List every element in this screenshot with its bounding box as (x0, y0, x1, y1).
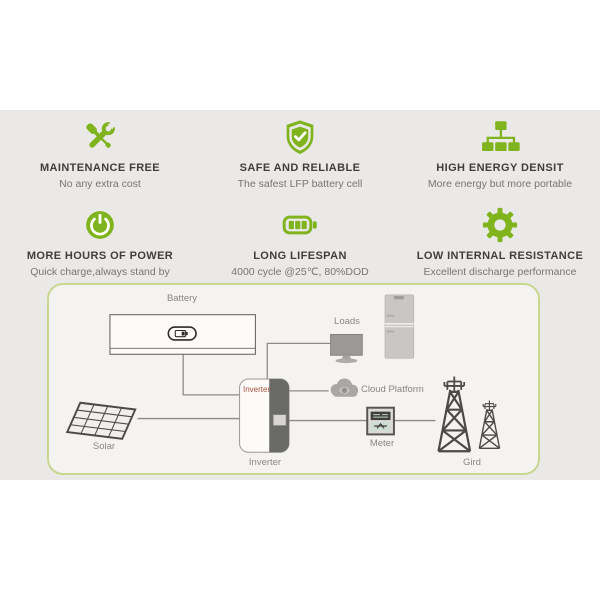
feature-more-hours-power: MORE HOURS OF POWER Quick charge,always … (0, 204, 200, 290)
feature-desc: More energy but more portable (427, 178, 573, 190)
gear-icon (480, 204, 520, 246)
cloud-shape (330, 378, 359, 397)
battery-label: Battery (166, 293, 198, 304)
monitor-shape (330, 333, 363, 364)
feature-long-lifespan: LONG LIFESPAN 4000 cycle @25℃, 80%DOD (200, 204, 400, 290)
feature-desc: No any extra cost (59, 178, 141, 190)
diagram-scene (65, 294, 501, 453)
feature-desc: The safest LFP battery cell (237, 178, 363, 190)
feature-high-energy-density: HIGH ENERGY DENSIT More energy but more … (400, 116, 600, 204)
feature-low-internal-resistance: LOW INTERNAL RESISTANCE Excellent discha… (400, 204, 600, 290)
feature-title: LONG LIFESPAN (253, 250, 347, 262)
meter-label: Meter (369, 438, 395, 449)
solar-panel-shape (65, 401, 137, 440)
solar-label: Solar (92, 441, 116, 452)
tools-icon (79, 116, 121, 158)
features-grid: MAINTENANCE FREE No any extra cost SAFE … (0, 110, 600, 290)
cloud-platform-label: Cloud Platform (361, 384, 424, 395)
grid-tower-large (437, 375, 472, 453)
loads-label: Loads (334, 316, 360, 327)
power-icon (81, 204, 119, 246)
gray-band: MAINTENANCE FREE No any extra cost SAFE … (0, 110, 600, 480)
inverter-shape (239, 378, 290, 453)
system-diagram: Battery Loads Inverter Inverter Cloud Pl… (47, 283, 540, 475)
fridge-shape (384, 294, 415, 359)
battery-icon (277, 204, 323, 246)
feature-desc: 4000 cycle @25℃, 80%DOD (231, 266, 369, 278)
feature-title: HIGH ENERGY DENSIT (436, 162, 564, 174)
feature-safe-reliable: SAFE AND RELIABLE The safest LFP battery… (200, 116, 400, 204)
feature-title: LOW INTERNAL RESISTANCE (416, 250, 584, 262)
battery-unit (109, 314, 256, 355)
feature-title: SAFE AND RELIABLE (239, 162, 361, 174)
feature-maintenance-free: MAINTENANCE FREE No any extra cost (0, 116, 200, 204)
feature-title: MORE HOURS OF POWER (26, 250, 174, 262)
meter-shape (366, 406, 395, 436)
inverter-box-label: Inverter (243, 385, 271, 394)
grid-label: Gird (463, 457, 481, 468)
feature-desc: Excellent discharge performance (423, 266, 577, 278)
grid-tower-small (478, 399, 501, 450)
feature-desc: Quick charge,always stand by (30, 266, 170, 278)
connector-lines (137, 342, 436, 422)
inverter-caption: Inverter (248, 457, 282, 468)
shield-check-icon (280, 116, 320, 158)
hierarchy-icon (479, 116, 521, 158)
feature-title: MAINTENANCE FREE (39, 162, 161, 174)
